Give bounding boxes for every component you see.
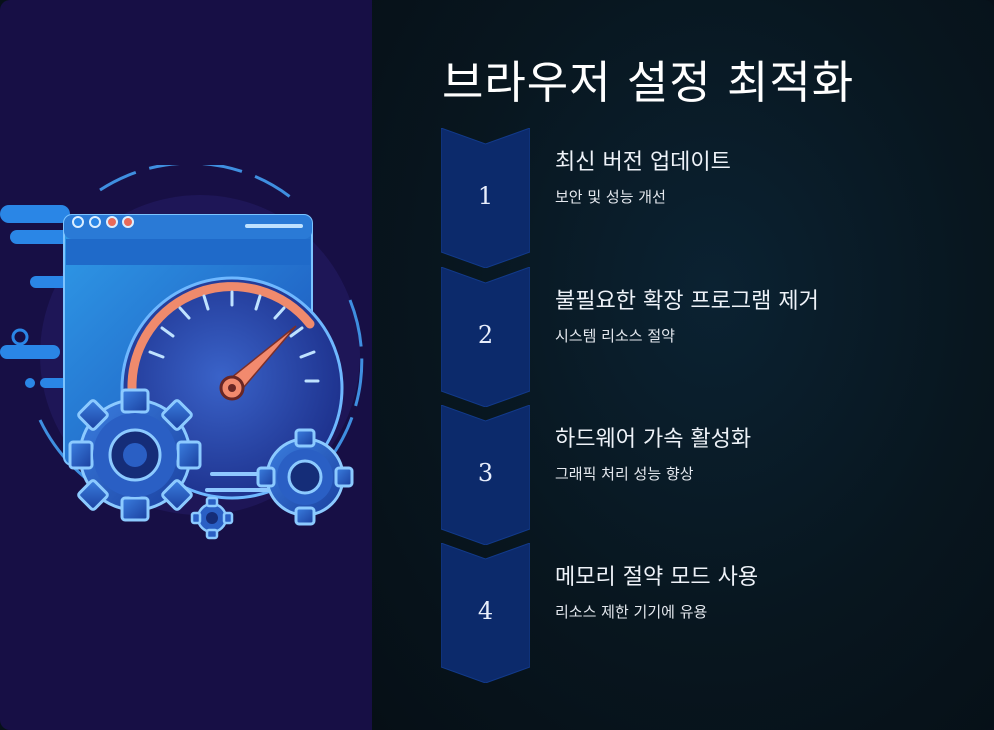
step-3: 3 하드웨어 가속 활성화 그래픽 처리 성능 향상	[441, 405, 961, 545]
step-number: 2	[477, 321, 494, 349]
step-title: 하드웨어 가속 활성화	[555, 427, 752, 452]
step-description: 리소스 제한 기기에 유용	[555, 603, 708, 621]
step-title: 불필요한 확장 프로그램 제거	[555, 289, 819, 314]
chevron-badge	[441, 543, 530, 683]
chevron-badge	[441, 405, 530, 545]
step-1: 1 최신 버전 업데이트 보안 및 성능 개선	[441, 128, 961, 268]
step-title: 메모리 절약 모드 사용	[555, 565, 759, 590]
browser-speedometer-illustration	[0, 165, 364, 540]
step-title: 최신 버전 업데이트	[555, 150, 731, 175]
page-title: 브라우저 설정 최적화	[442, 56, 855, 109]
left-panel	[0, 0, 372, 730]
step-description: 보안 및 성능 개선	[555, 188, 666, 206]
step-number: 1	[477, 182, 494, 210]
step-4: 4 메모리 절약 모드 사용 리소스 제한 기기에 유용	[441, 543, 961, 683]
step-number: 3	[477, 459, 494, 487]
step-description: 시스템 리소스 절약	[555, 327, 675, 345]
chevron-badge	[441, 128, 530, 268]
step-number: 4	[477, 597, 494, 625]
chevron-badge	[441, 267, 530, 407]
step-2: 2 불필요한 확장 프로그램 제거 시스템 리소스 절약	[441, 267, 961, 407]
step-description: 그래픽 처리 성능 향상	[555, 465, 694, 483]
